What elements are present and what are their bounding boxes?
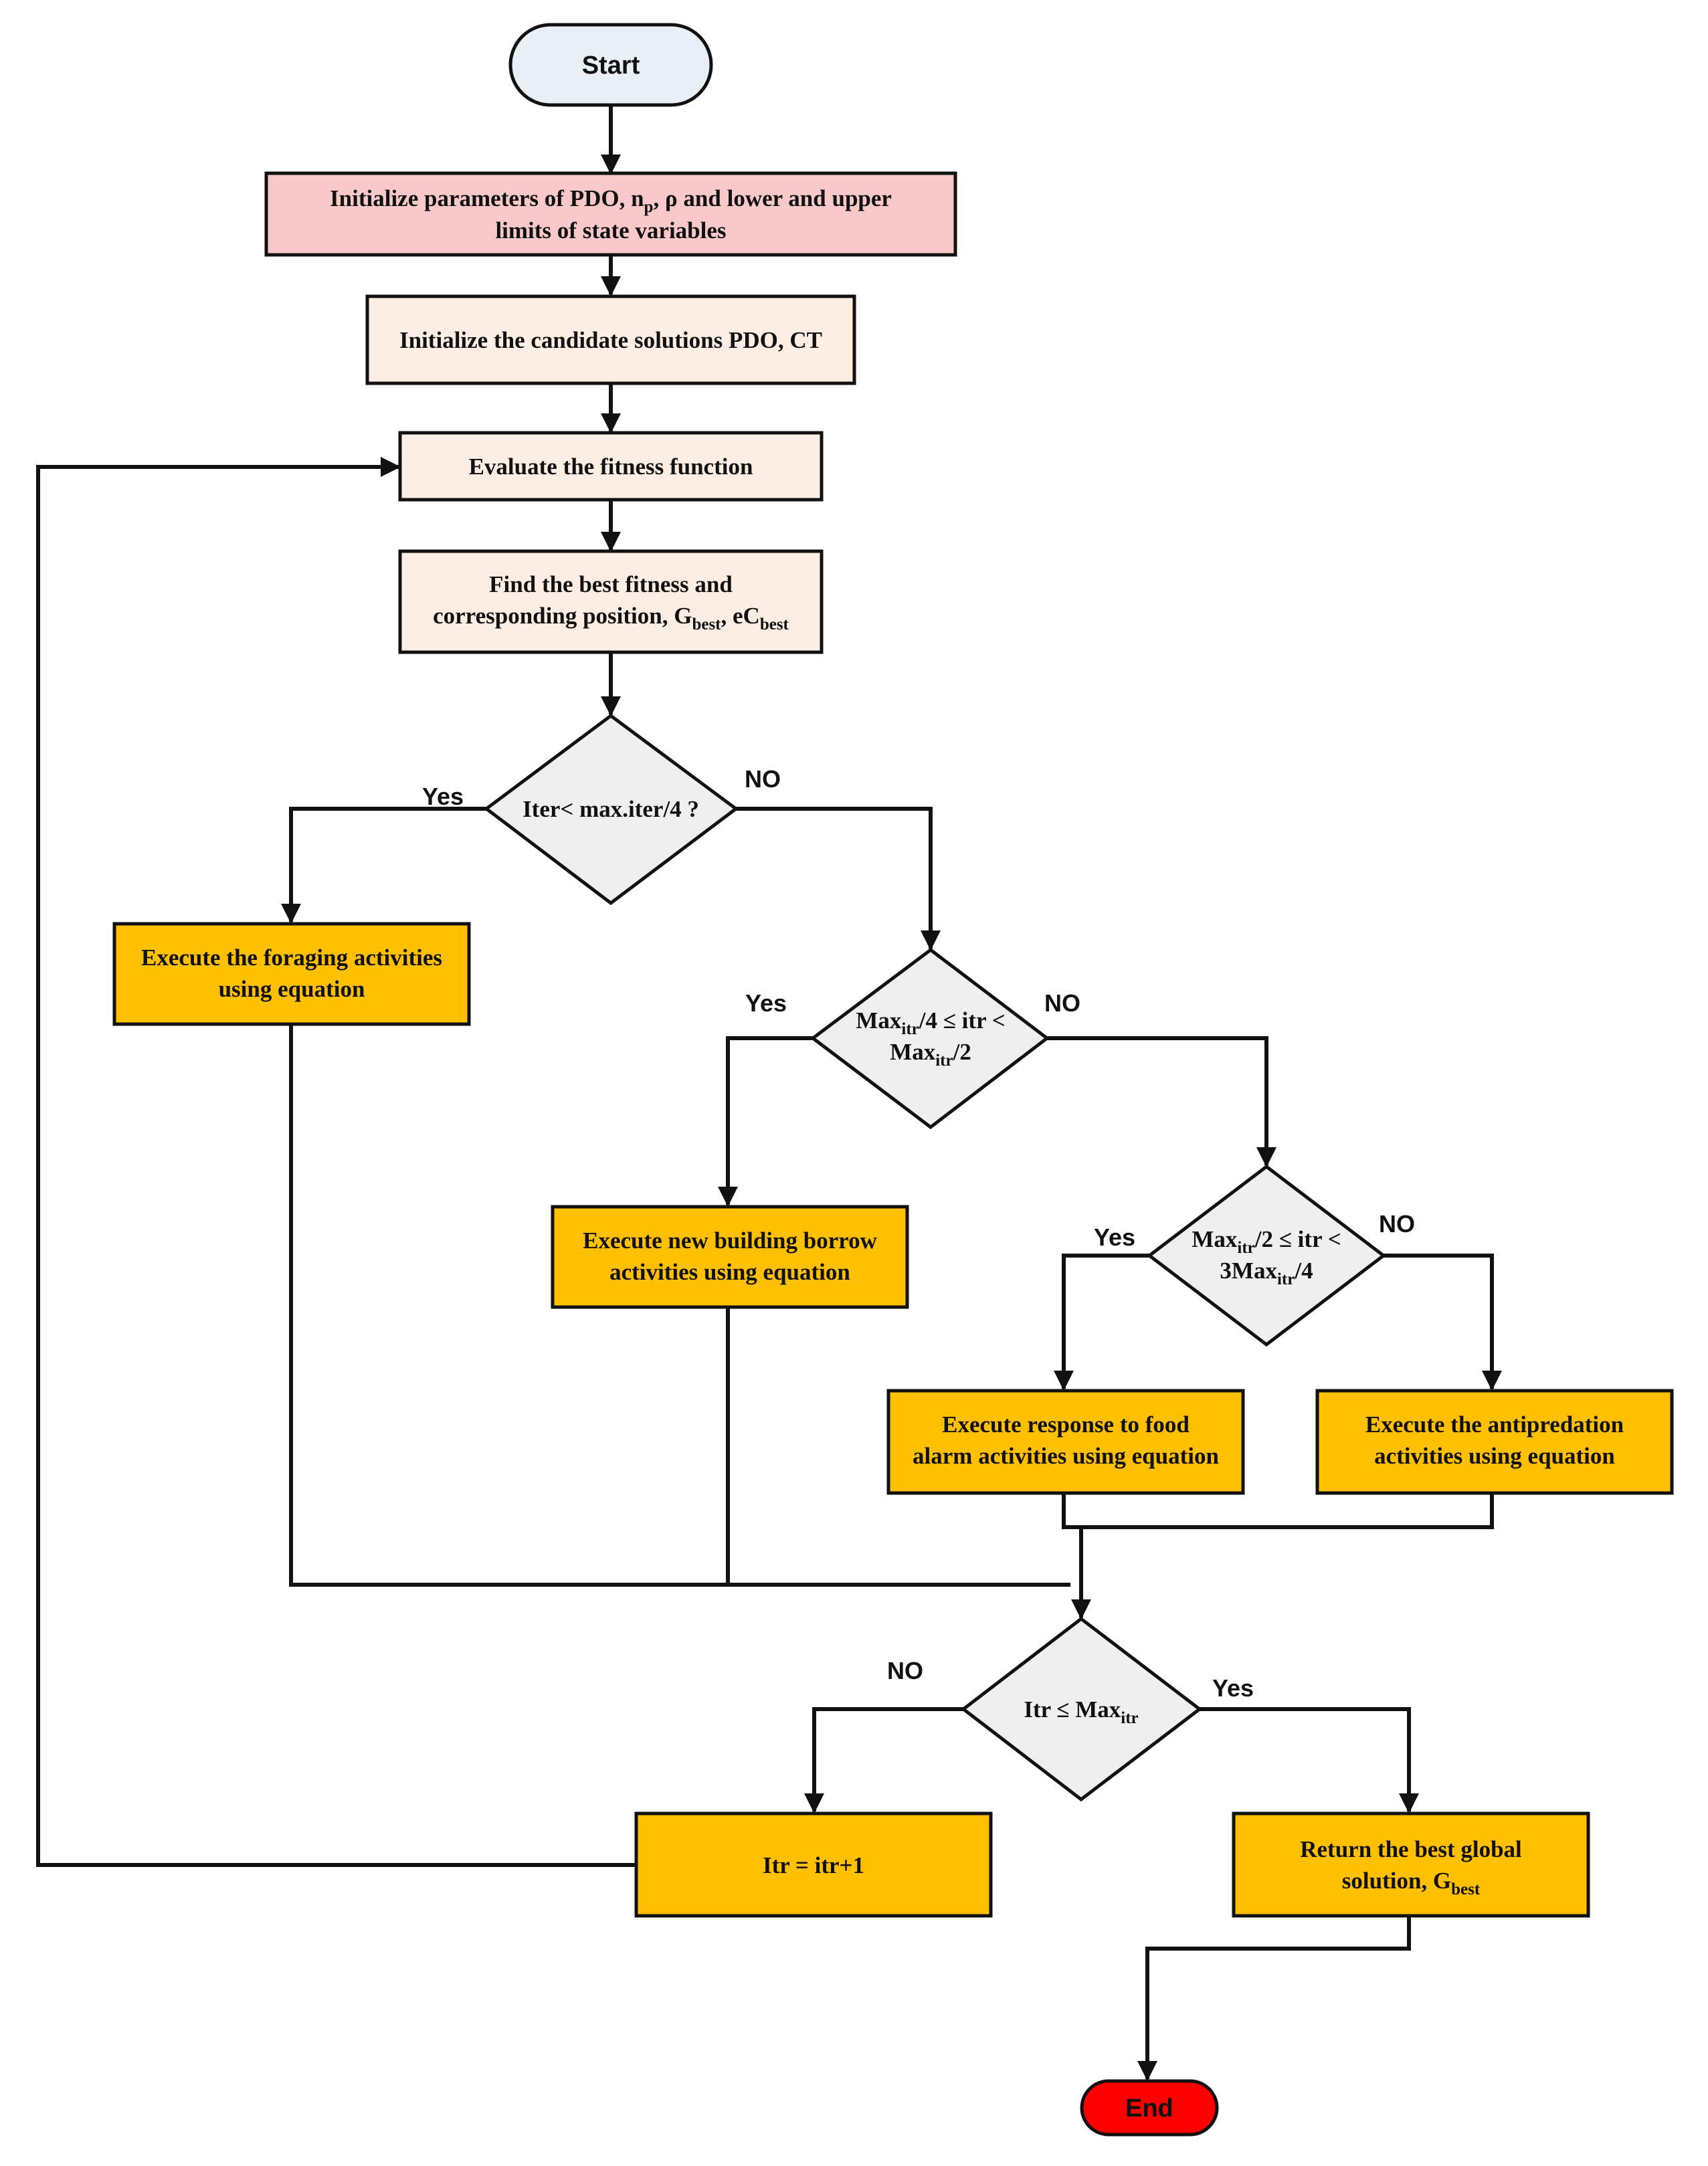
- find-best-line1: Find the best fitness and: [489, 571, 733, 597]
- connectors: [36, 106, 1502, 2081]
- find-best-box: [398, 549, 824, 654]
- edge-increment-loop: [36, 457, 635, 1867]
- decision2-line1: Maxitr/4 ≤ itr <: [856, 1007, 1005, 1038]
- food-alarm-line2: alarm activities using equation: [913, 1443, 1219, 1469]
- d1-yes-label: Yes: [422, 783, 464, 810]
- edge-d1-no: [736, 807, 941, 951]
- init-candidates-box: [365, 294, 856, 385]
- end-label: End: [1125, 2094, 1173, 2123]
- find-best-line2: corresponding position, Gbest, eCbest: [433, 603, 789, 633]
- return-best-line2: solution, Gbest: [1342, 1868, 1481, 1898]
- d2-yes-label: Yes: [745, 989, 787, 1017]
- edge-d4-no: [804, 1707, 963, 1813]
- decision1-label: Iter< max.iter/4 ?: [523, 796, 699, 822]
- edge-d2-no: [1047, 1036, 1276, 1167]
- start-label: Start: [582, 52, 640, 80]
- edge-return-to-end: [1137, 1916, 1411, 2081]
- decision3-line2: 3Maxitr/4: [1220, 1258, 1313, 1288]
- antipredation-line2: activities using equation: [1374, 1443, 1615, 1469]
- antipredation-box: [1315, 1389, 1674, 1495]
- antipredation-line1: Execute the antipredation: [1365, 1411, 1624, 1438]
- edge-d4-yes: [1200, 1707, 1419, 1813]
- decision3-line1: Maxitr/2 ≤ itr <: [1192, 1226, 1341, 1257]
- init-candidates-label: Initialize the candidate solutions PDO, …: [399, 327, 822, 353]
- foraging-box: [112, 922, 471, 1026]
- borrow-line1: Execute new building borrow: [583, 1227, 878, 1254]
- decision4-diamond: [960, 1616, 1203, 1802]
- increment-box: [634, 1811, 993, 1918]
- edge-d3-yes: [1054, 1254, 1149, 1391]
- d3-no-label: NO: [1379, 1210, 1415, 1238]
- foraging-line2: using equation: [219, 976, 365, 1002]
- food-alarm-box: [886, 1389, 1245, 1495]
- return-best-box: [1232, 1811, 1590, 1918]
- evaluate-label: Evaluate the fitness function: [469, 454, 753, 480]
- return-best-line1: Return the best global: [1300, 1836, 1522, 1862]
- borrow-line2: activities using equation: [609, 1259, 850, 1285]
- increment-label: Itr = itr+1: [763, 1852, 864, 1878]
- d4-no-label: NO: [887, 1657, 923, 1684]
- d2-no-label: NO: [1044, 989, 1080, 1017]
- edge-d3-no: [1384, 1254, 1502, 1391]
- foraging-line1: Execute the foraging activities: [141, 945, 442, 971]
- decision4-label: Itr ≤ Maxitr: [1024, 1696, 1138, 1727]
- end-terminal: [1080, 2079, 1219, 2137]
- d4-yes-label: Yes: [1212, 1674, 1254, 1702]
- food-alarm-line1: Execute response to food: [942, 1411, 1190, 1438]
- edge-foodalarm-down: [1062, 1494, 1494, 1529]
- start-terminal: [508, 23, 713, 107]
- nodes: [112, 23, 1674, 2137]
- d3-yes-label: Yes: [1094, 1223, 1135, 1251]
- init-params-line2: limits of state variables: [495, 217, 726, 243]
- init-params-box: [264, 171, 957, 257]
- evaluate-box: [398, 431, 824, 502]
- decision1-diamond: [483, 713, 739, 906]
- decision3-diamond: [1146, 1164, 1387, 1347]
- init-params-line1: Initialize parameters of PDO, np, ρ and …: [330, 185, 892, 216]
- edge-d1-yes: [281, 807, 486, 924]
- edge-foraging-down: [289, 1025, 1070, 1587]
- edge-d2-yes: [718, 1036, 813, 1207]
- decision2-diamond: [810, 947, 1050, 1130]
- decision2-line2: Maxitr/2: [890, 1039, 971, 1070]
- borrow-box: [551, 1205, 909, 1309]
- d1-no-label: NO: [745, 765, 781, 793]
